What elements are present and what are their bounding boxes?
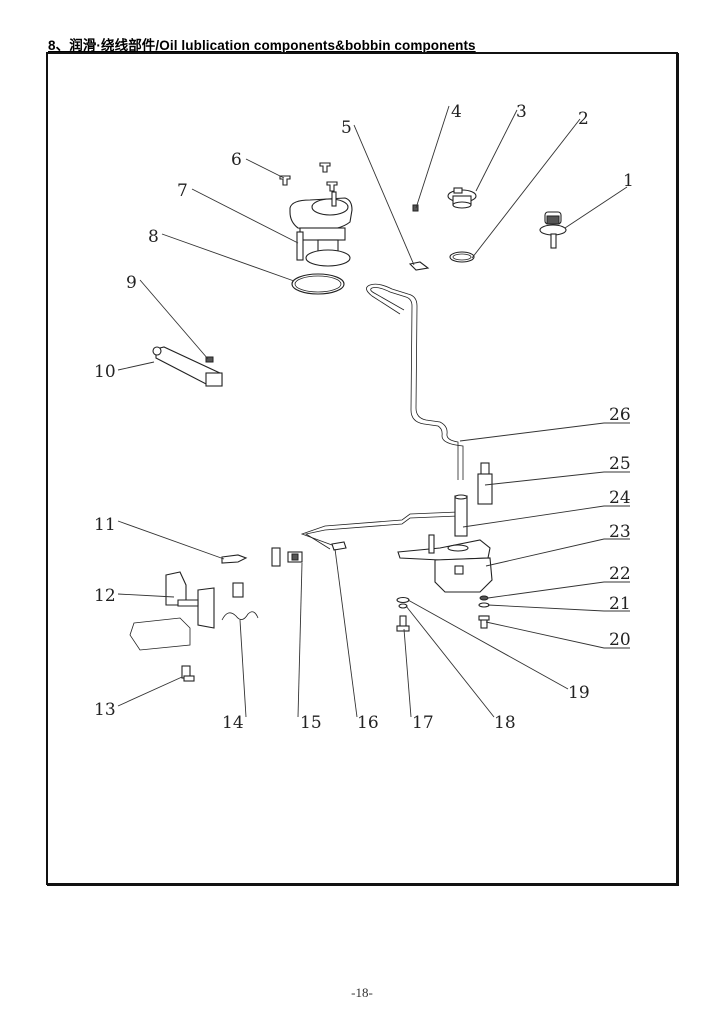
leader-8 — [161, 233, 295, 282]
callout-9: 9 — [126, 273, 137, 293]
part-4-small-screw — [412, 204, 419, 212]
callout-3: 3 — [516, 102, 527, 122]
leader-26 — [459, 422, 630, 442]
callout-6: 6 — [231, 150, 242, 170]
callout-23: 23 — [609, 522, 631, 542]
leader-15 — [297, 562, 303, 718]
part-5-wick-clip — [408, 261, 430, 271]
callout-10: 10 — [94, 362, 116, 382]
callout-1: 1 — [623, 171, 634, 191]
callout-24: 24 — [609, 488, 631, 508]
part-24-pipe-joint — [454, 494, 468, 537]
leader-11 — [117, 520, 225, 560]
part-15-pipe-fittings — [271, 547, 303, 567]
part-26-oil-tube — [366, 283, 464, 480]
leader-5 — [353, 124, 415, 266]
part-10-lever — [152, 346, 223, 387]
leader-9 — [139, 279, 209, 360]
leader-2 — [471, 118, 581, 259]
part-1-oil-plug — [539, 211, 567, 249]
part-23-oil-pump — [397, 534, 493, 593]
leader-7 — [191, 188, 299, 244]
leader-23 — [485, 538, 630, 567]
page-number: -18- — [351, 985, 373, 1000]
callout-18: 18 — [494, 713, 516, 733]
leader-25 — [484, 471, 630, 486]
part-8-o-ring-large — [291, 273, 345, 295]
leader-14 — [239, 619, 247, 718]
part-16-oil-tube-long — [300, 511, 459, 551]
callout-16: 16 — [357, 713, 379, 733]
part-25-joint-sleeve — [477, 462, 493, 505]
callout-22: 22 — [609, 564, 631, 584]
callout-19: 19 — [568, 683, 590, 703]
part-6-screws — [279, 162, 338, 192]
leader-24 — [462, 505, 630, 528]
part-18-19-washers — [396, 596, 410, 609]
leader-3 — [475, 109, 518, 192]
callout-15: 15 — [300, 713, 322, 733]
callout-21: 21 — [609, 594, 631, 614]
callout-12: 12 — [94, 586, 116, 606]
callout-11: 11 — [94, 515, 116, 535]
leader-lines — [117, 105, 630, 718]
callout-5: 5 — [341, 118, 352, 138]
callout-labels: 1 2 3 4 5 6 7 8 9 10 11 12 13 14 15 16 1… — [94, 102, 634, 733]
part-3-oil-cap — [447, 187, 477, 209]
part-9-set-screw — [205, 356, 214, 363]
diagram-frame — [46, 52, 678, 885]
callout-13: 13 — [94, 700, 116, 720]
leader-17 — [403, 628, 412, 718]
callout-25: 25 — [609, 454, 631, 474]
part-7-oil-reservoir — [289, 191, 353, 267]
callout-17: 17 — [412, 713, 434, 733]
callout-7: 7 — [177, 181, 188, 201]
callout-8: 8 — [148, 227, 159, 247]
leader-6 — [245, 158, 285, 179]
part-14-spring — [221, 582, 259, 621]
leader-22 — [487, 581, 630, 599]
callout-26: 26 — [609, 405, 631, 425]
leader-4 — [415, 105, 450, 209]
leader-12 — [117, 593, 175, 598]
leader-10 — [117, 361, 155, 371]
callout-20: 20 — [609, 630, 631, 650]
leader-20 — [485, 621, 630, 649]
part-13-clip — [181, 665, 195, 682]
part-17-screw — [396, 615, 410, 632]
callout-14: 14 — [222, 713, 244, 733]
leader-21 — [487, 604, 630, 612]
leader-1 — [564, 186, 628, 229]
part-20-21-22-fasteners — [478, 595, 490, 629]
part-11-pin — [221, 554, 248, 564]
part-2-o-ring-small — [449, 251, 475, 263]
leader-19 — [407, 599, 569, 690]
callout-4: 4 — [451, 102, 462, 122]
leader-13 — [117, 676, 183, 707]
section-title: 8、润滑·绕线部件/Oil lublication components&bob… — [48, 38, 476, 53]
callout-2: 2 — [578, 109, 589, 129]
part-12-oil-shield-plate — [129, 571, 215, 651]
leader-16 — [334, 548, 358, 718]
leader-18 — [405, 605, 495, 718]
